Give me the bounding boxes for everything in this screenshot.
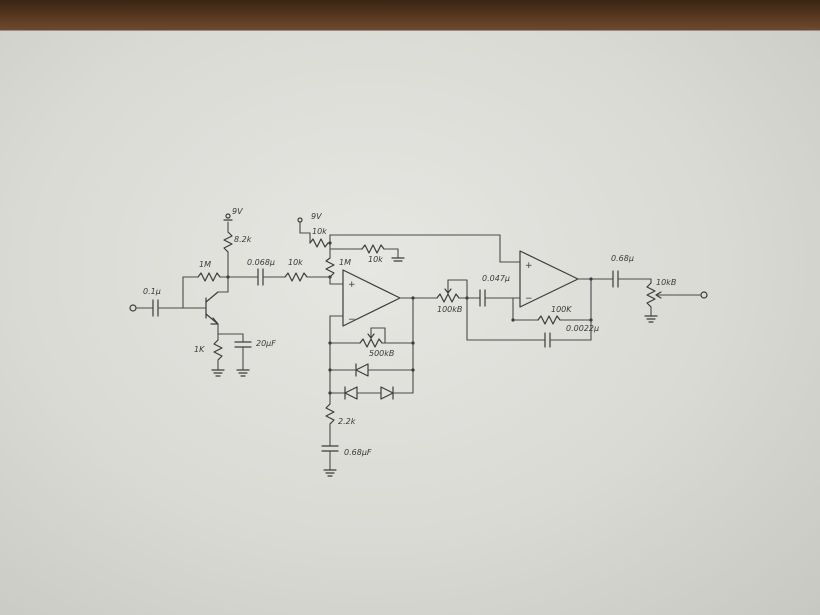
divider-res-top-label: 10k <box>312 227 327 236</box>
coupling-capacitor-1 <box>227 268 286 286</box>
feedback-capacitor <box>466 332 592 348</box>
opamp-1-plus: + <box>348 280 356 290</box>
opamp-2-minus: − <box>525 294 533 304</box>
capacitor-068uf <box>321 445 339 477</box>
t1-emitter-res-label: 1K <box>194 345 205 354</box>
coupling-cap-2-label: 0.047µ <box>482 274 510 283</box>
divider-res-bottom-label: 10k <box>368 255 383 264</box>
bias-resistor-1m-t1 <box>182 272 229 309</box>
feedback-resistor-100k <box>512 315 592 325</box>
t1-supply-label: 9V <box>232 207 243 216</box>
bias-res-1m-label: 1M <box>339 258 351 267</box>
res-2k2-label: 2.2k <box>338 417 356 426</box>
opamp-1 <box>342 269 401 327</box>
input-cap-label: 0.1µ <box>143 287 161 296</box>
t1-emitter-cap-label: 20µF <box>256 339 276 348</box>
coupling-cap-1-label: 0.068µ <box>247 258 275 267</box>
pot-500kb <box>329 327 414 348</box>
opamp-2 <box>519 250 579 308</box>
collector-resistor-8k2 <box>217 221 233 293</box>
emitter-capacitor-20uf <box>234 333 252 377</box>
bias-supply-label: 9V <box>311 212 322 221</box>
output-capacitor <box>612 270 652 288</box>
coupling-capacitor-2 <box>466 289 514 307</box>
t1-bias-res-label: 1M <box>199 260 211 269</box>
emitter-resistor-1k <box>211 323 244 377</box>
opamp-2-plus: + <box>525 261 533 271</box>
series-resistor-10k <box>284 272 331 282</box>
divider-resistor-bottom <box>329 244 405 262</box>
feedback-res-label: 100K <box>551 305 572 314</box>
pot-100kb-level <box>436 279 468 341</box>
diode-1 <box>329 363 414 377</box>
bias-resistor-1m-opamp <box>325 257 335 278</box>
pot-drive-label: 500kB <box>369 349 394 358</box>
t1-collector-res-label: 8.2k <box>234 235 252 244</box>
supply-9v-t1 <box>223 213 233 221</box>
paper-sheet <box>0 31 820 615</box>
input-capacitor <box>152 299 184 317</box>
cap-068uf-label: 0.68µF <box>344 448 372 457</box>
feedback-cap-label: 0.0022µ <box>566 324 599 333</box>
output-cap-label: 0.68µ <box>611 254 634 263</box>
supply-9v-bias <box>297 217 311 234</box>
pot-level-1-label: 100kB <box>437 305 462 314</box>
diode-pair <box>329 386 414 400</box>
resistor-2k2 <box>325 403 335 447</box>
transistor-t1 <box>182 291 219 325</box>
output-pot-label: 10kB <box>656 278 676 287</box>
output-pot-10kb <box>644 278 702 323</box>
input-jack <box>129 304 154 312</box>
opamp-1-minus: − <box>348 315 356 325</box>
series-res-1-label: 10k <box>288 258 303 267</box>
output-jack <box>700 291 708 299</box>
